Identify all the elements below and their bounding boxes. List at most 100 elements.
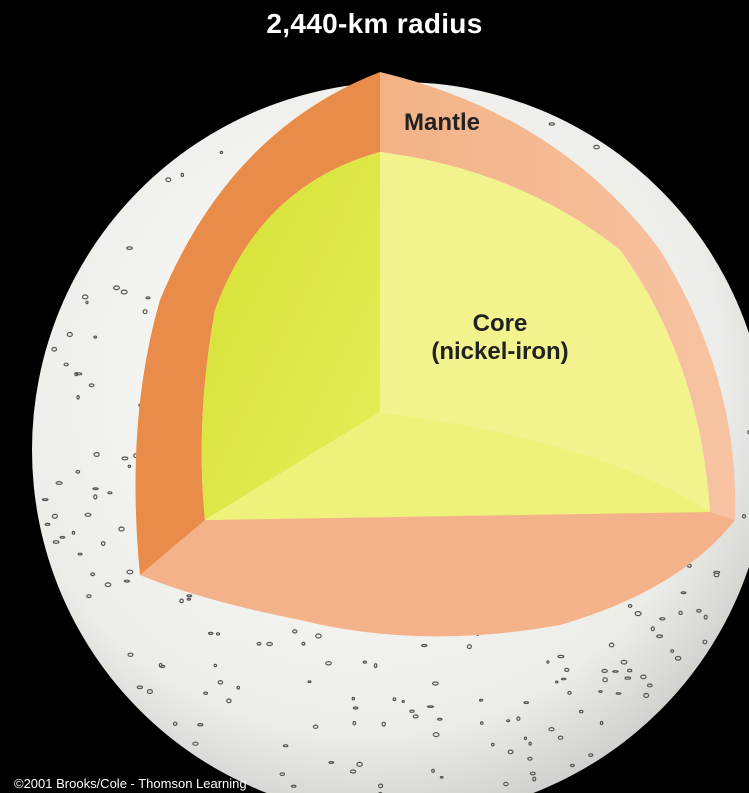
crater (373, 663, 378, 669)
crater (92, 487, 99, 491)
crater (219, 150, 224, 155)
crater (179, 598, 184, 604)
crater (696, 608, 702, 613)
crater (256, 641, 262, 646)
crater (59, 535, 66, 539)
crater (292, 629, 298, 634)
crater (215, 632, 221, 636)
crater (207, 631, 214, 636)
crater (554, 680, 559, 684)
crater (90, 572, 96, 577)
crater (282, 744, 289, 748)
crater (44, 522, 51, 527)
crater (186, 594, 193, 598)
crater (615, 692, 622, 695)
crater (650, 626, 656, 632)
crater (506, 719, 511, 723)
crater (578, 709, 584, 714)
crater (63, 362, 69, 367)
crater (186, 597, 192, 601)
crater (674, 655, 682, 661)
crater (127, 652, 134, 658)
crater (325, 661, 332, 666)
core-bottom-face (205, 412, 710, 520)
crater (356, 761, 363, 768)
crater (84, 512, 92, 517)
crater (113, 285, 120, 291)
crater (557, 735, 564, 740)
crater (81, 294, 89, 300)
crater (532, 776, 537, 782)
crater (527, 756, 533, 761)
crater (608, 642, 615, 648)
crater (523, 736, 528, 741)
crater (656, 634, 663, 639)
crater (564, 667, 570, 673)
mantle-bottom-face (140, 510, 735, 637)
crater (86, 594, 92, 599)
crater (197, 723, 204, 727)
crater (548, 122, 556, 126)
crater (74, 372, 79, 377)
crater (71, 530, 76, 535)
crater (145, 296, 151, 300)
radius-title: 2,440-km radius (266, 8, 483, 39)
crater (51, 346, 58, 352)
crater (52, 540, 60, 544)
crater (643, 692, 650, 699)
crater (165, 177, 172, 183)
copyright-credit: ©2001 Brooks/Cole - Thomson Learning (14, 776, 247, 791)
crater (412, 714, 419, 719)
crater (180, 172, 185, 178)
crater (93, 452, 100, 458)
crater (680, 591, 687, 595)
crater (100, 540, 106, 546)
crater (503, 781, 509, 787)
crater (599, 720, 604, 726)
crater (315, 633, 322, 639)
core-right-face (380, 152, 710, 512)
crater (436, 717, 443, 721)
crater (747, 430, 749, 435)
crater (217, 679, 224, 685)
crater (146, 688, 153, 694)
crater (88, 383, 95, 388)
crater (588, 753, 594, 757)
crater (601, 668, 608, 674)
crater (426, 705, 435, 708)
crater (121, 456, 129, 461)
crater (160, 664, 166, 669)
crater (307, 680, 312, 684)
crater (351, 696, 355, 701)
crater (66, 331, 73, 338)
crater (567, 690, 572, 695)
crater (741, 513, 747, 519)
crater (713, 570, 721, 574)
crater (620, 659, 628, 665)
crater (702, 639, 708, 645)
crater (123, 579, 130, 583)
crater (392, 697, 397, 702)
crater (523, 701, 530, 705)
crater (301, 641, 306, 646)
core-label-line1: Core (472, 310, 528, 337)
crater (142, 309, 148, 315)
crater (602, 677, 608, 683)
crater (478, 698, 484, 702)
crater (612, 670, 619, 673)
core-label: Core (nickel-iron) (405, 310, 595, 366)
crater (312, 724, 319, 729)
crater (529, 771, 536, 776)
crater (431, 768, 435, 773)
crater (118, 526, 125, 532)
crater (51, 513, 58, 519)
crater (634, 610, 642, 617)
crater (432, 681, 439, 686)
crater (421, 643, 428, 648)
crater (352, 706, 359, 710)
crater (546, 660, 550, 664)
crater (93, 494, 98, 500)
crater (192, 741, 199, 746)
crater (77, 552, 83, 556)
